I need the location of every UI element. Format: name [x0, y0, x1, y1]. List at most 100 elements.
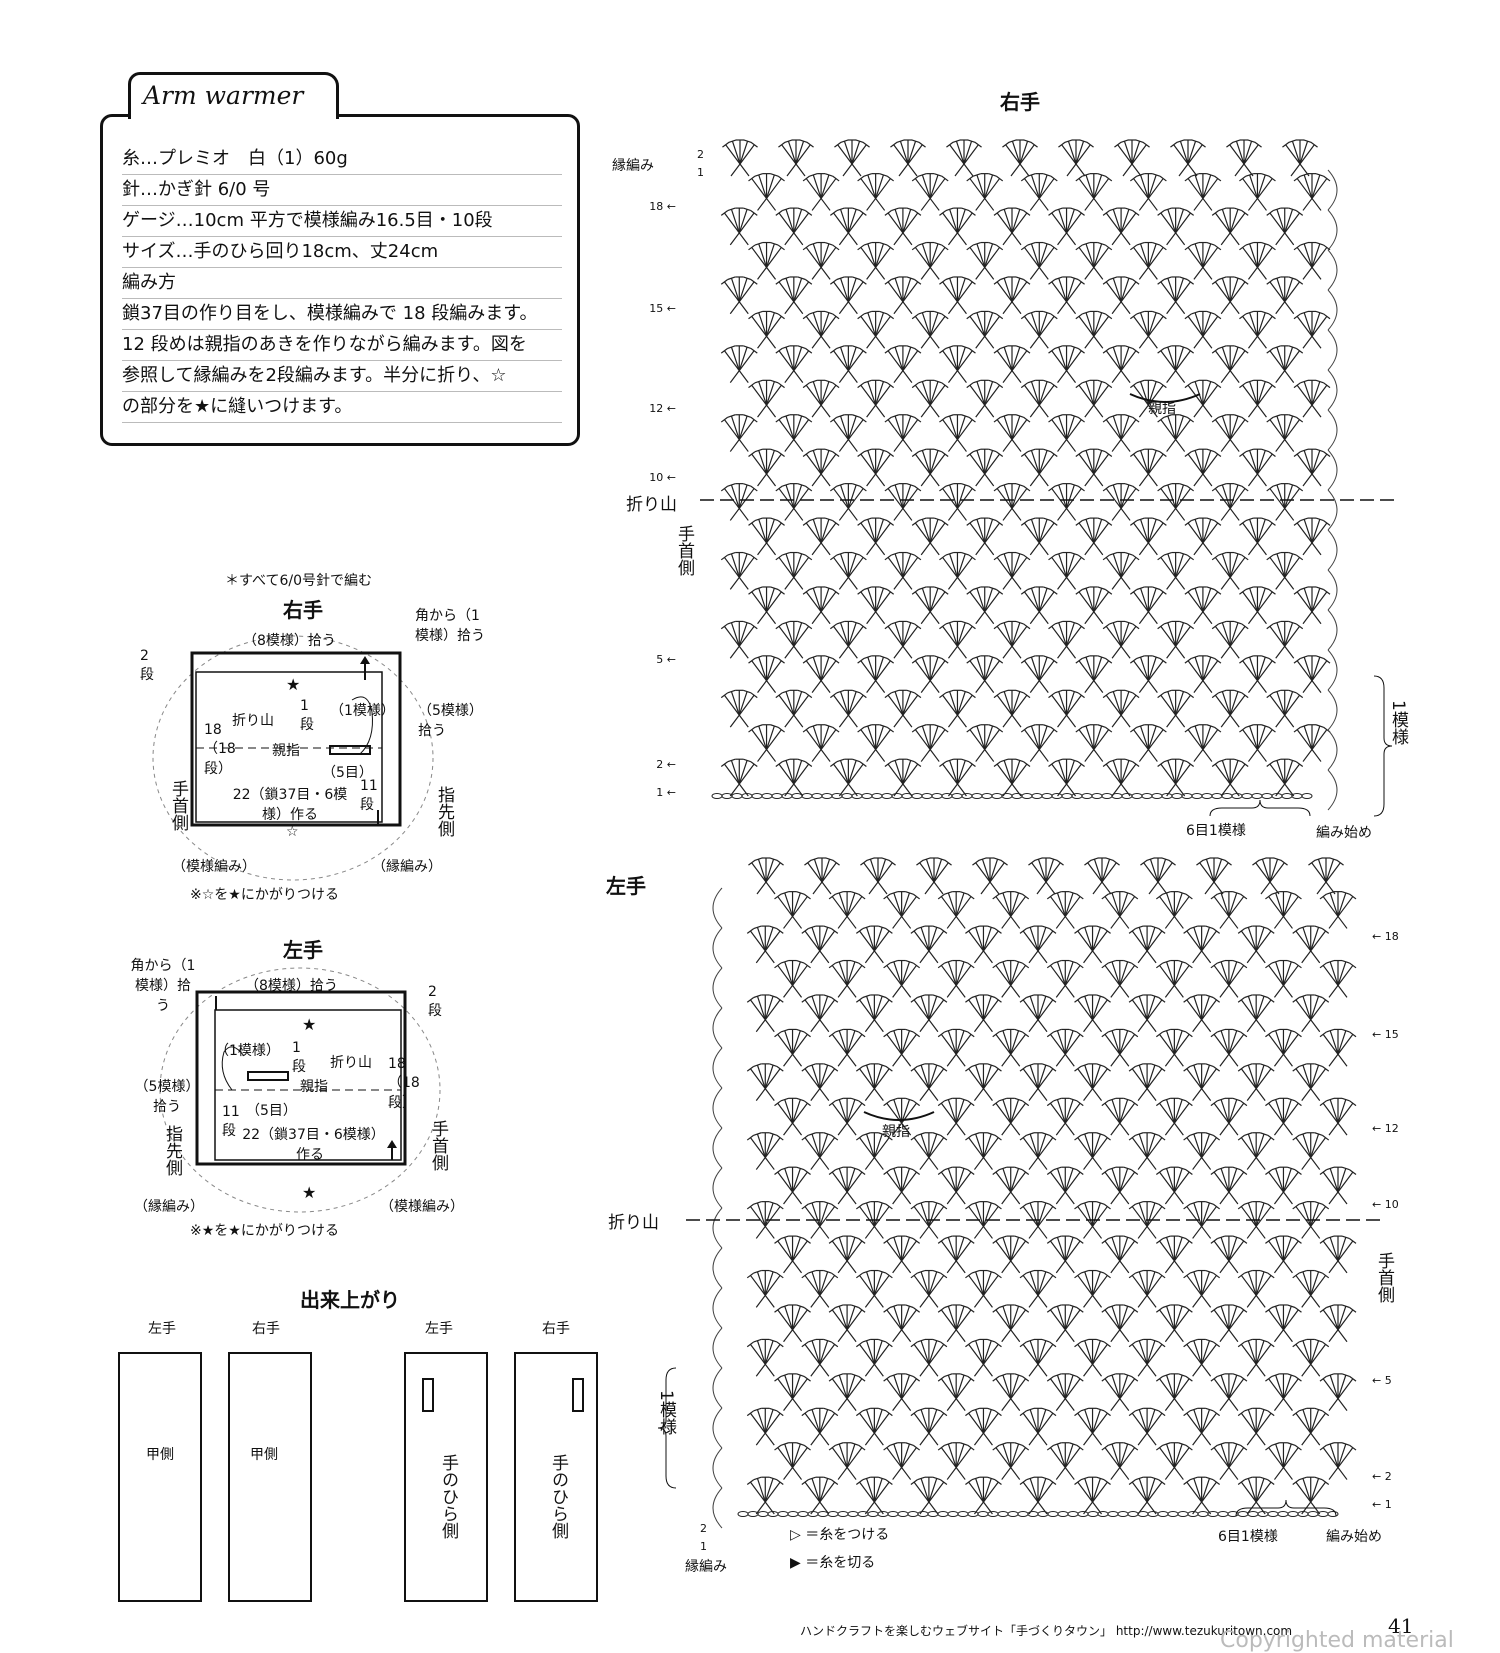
- left-chart-fan-mark: [965, 1476, 1002, 1515]
- right-chart-fan-mark: [775, 207, 813, 246]
- right-chart-fan-mark: [1075, 310, 1113, 349]
- left-chart-fan-mark: [883, 1373, 921, 1412]
- left-chart-fan-mark: [1265, 1304, 1302, 1343]
- right-chart-fan-mark: [911, 379, 949, 418]
- left-chart-fan-mark: [965, 1269, 1002, 1308]
- left-chart-fan-mark: [965, 1063, 1002, 1102]
- left-chart-chain-mark: [1247, 1511, 1259, 1517]
- right-chart-edge-mark: [1327, 769, 1338, 811]
- left-chart-chain-mark: [1327, 1511, 1339, 1517]
- left-chart-fan-mark: [883, 1442, 921, 1480]
- left-chart-fan-mark: [992, 1166, 1030, 1205]
- left-chart-chain-mark: [827, 1511, 839, 1517]
- left-top-pickup: （8模様）拾う: [245, 978, 338, 994]
- right-chart-fan-mark: [1102, 414, 1140, 452]
- left-chart-fan-mark: [1210, 1235, 1248, 1274]
- right-chart-fan-mark: [829, 551, 867, 590]
- right-chart-fan-mark: [1075, 448, 1113, 487]
- left-chart-fan-mark: [1128, 1407, 1166, 1446]
- finished-side-4: 手のひら側: [548, 1454, 568, 1539]
- right-chart-fan-mark: [884, 551, 922, 590]
- left-chart-top-edge-mark: [1140, 857, 1176, 895]
- right-chart-fan-mark: [1020, 310, 1058, 349]
- right-chart-fan-mark: [1157, 207, 1195, 246]
- left-chart-fan-mark: [1101, 891, 1139, 929]
- right-chart-fan-mark: [939, 758, 976, 797]
- right-chart-chain-mark: [1191, 793, 1203, 799]
- right-chart-fan-mark: [1293, 241, 1331, 280]
- left-chart-fan-mark: [910, 1338, 948, 1377]
- right-chart-fan-mark: [1102, 689, 1140, 728]
- left-chart-fan-mark: [1319, 891, 1357, 929]
- right-chart-fan-mark: [993, 620, 1031, 659]
- right-chart-fan-mark: [1293, 448, 1331, 487]
- left-chart-fan-mark: [774, 1028, 811, 1067]
- left-chart-fan-mark: [1046, 1166, 1084, 1205]
- left-chart-fan-mark: [965, 925, 1002, 964]
- right-chart-fan-mark: [966, 448, 1004, 487]
- left-chart-fan-mark: [774, 1235, 811, 1274]
- right-chart-title: 右手: [1000, 90, 1040, 114]
- thumb-hole: [572, 1378, 584, 1412]
- left-chart-chain-mark: [1287, 1511, 1299, 1517]
- left-chart-chain-mark: [907, 1511, 919, 1517]
- left-chart-edge-mark: [712, 1407, 723, 1449]
- left-chart-fan-mark: [855, 1338, 893, 1377]
- left-chart-fan-mark: [937, 1373, 975, 1412]
- left-chart-fan-mark: [992, 1373, 1030, 1412]
- left-chart-fan-mark: [1074, 994, 1111, 1033]
- right-chart-fan-mark: [1102, 483, 1140, 521]
- left-chart-edge-mark: [712, 1287, 723, 1329]
- right-chart-fan-mark: [884, 689, 922, 728]
- left-chart-fan-mark: [774, 1304, 811, 1343]
- left-finger: 指先側: [162, 1125, 182, 1176]
- left-chart-fan-mark: [937, 1235, 975, 1274]
- left-chart-top-edge-mark: [748, 857, 784, 895]
- left-chart-chain-mark: [1127, 1511, 1139, 1517]
- left-chart-fan-mark: [1155, 1442, 1193, 1480]
- right-chart-fan-mark: [1184, 586, 1222, 625]
- size-line: サイズ…手のひら回り18cm、丈24cm: [122, 237, 562, 268]
- hook-line: 針…かぎ針 6/0 号: [122, 175, 562, 206]
- right-chart-stitch-repeat: 6目1模様: [1186, 823, 1246, 839]
- left-chart-fan-mark: [910, 994, 948, 1033]
- right-chart-top-edge-mark: [778, 139, 814, 177]
- right-chart-fan-mark: [1211, 345, 1249, 384]
- right-chart-fan-mark: [829, 414, 867, 452]
- left-chart-fan-mark: [855, 1407, 893, 1446]
- right-bottom-right: （縁編み）: [372, 859, 442, 875]
- left-chart-fan-mark: [1210, 959, 1248, 998]
- right-chart-fan-mark: [857, 655, 895, 694]
- right-chart-edge: 縁編み: [612, 158, 654, 174]
- right-rows11: 11段: [360, 778, 378, 813]
- right-chart-fan-mark: [1020, 586, 1058, 625]
- right-chart-fan-mark: [857, 241, 895, 280]
- left-chart-fan-mark: [937, 891, 975, 929]
- left-chart-chain-mark: [947, 1511, 959, 1517]
- right-chart-chain-mark: [1121, 793, 1133, 799]
- left-chart-fan-mark: [828, 1097, 866, 1136]
- left-chart-fan-mark: [1265, 1373, 1302, 1412]
- left-chart-fan-mark: [992, 1442, 1030, 1480]
- right-chart-fan-mark: [748, 586, 785, 625]
- left-rows11: 11段: [222, 1104, 240, 1139]
- left-chart-fan-mark: [855, 994, 893, 1033]
- left-chart-chain-mark: [927, 1511, 939, 1517]
- left-chart-fan-mark: [746, 1338, 784, 1377]
- right-chart-fan-mark: [1102, 758, 1140, 797]
- right-chart-wrist: 手首側: [674, 525, 694, 576]
- right-chart-chain-mark: [1091, 793, 1103, 799]
- right-chart-fan-mark: [802, 241, 840, 280]
- yarn-line: 糸…プレミオ 白（1）60g: [122, 144, 562, 175]
- left-chart-fan-mark: [1074, 1407, 1111, 1446]
- right-chart-edge-mark: [1327, 569, 1338, 611]
- left-chart-chain-mark: [1017, 1511, 1029, 1517]
- right-chart-fan-mark: [1211, 689, 1249, 728]
- right-chart-row-number: 12 ←: [649, 402, 676, 415]
- right-chart-chain-mark: [1281, 793, 1293, 799]
- finished-hand-2: 右手: [252, 1321, 280, 1337]
- left-chart-fan-mark: [1319, 1442, 1357, 1480]
- left-chart-chain-mark: [1217, 1511, 1229, 1517]
- left-chart-fan-mark: [801, 1338, 839, 1377]
- right-chart-fan-mark: [1129, 517, 1167, 556]
